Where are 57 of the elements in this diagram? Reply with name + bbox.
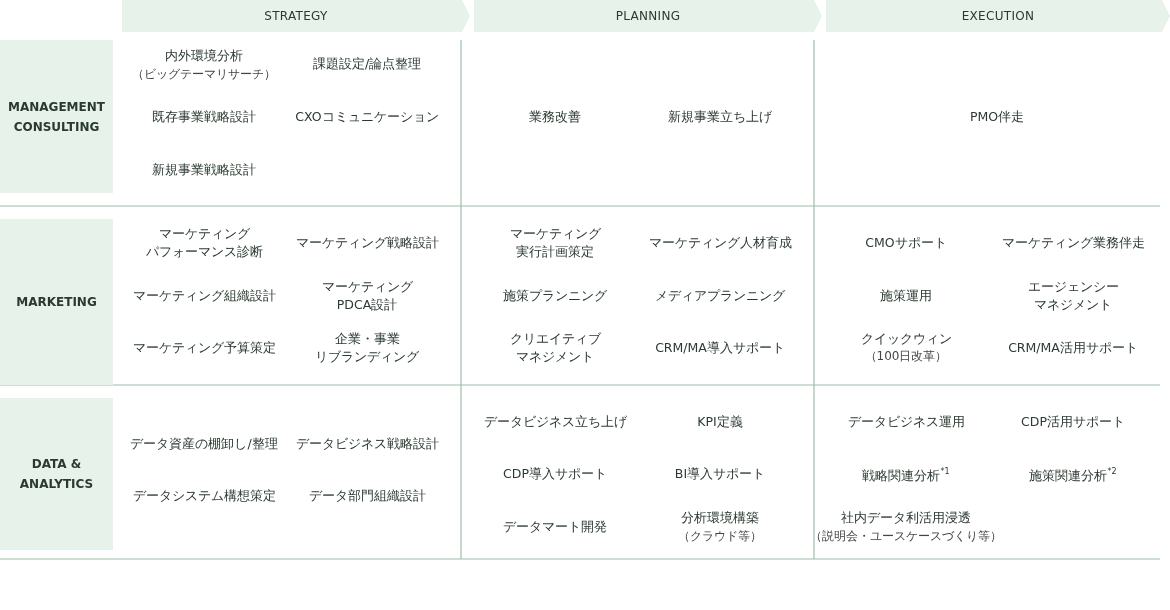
row-heading: MANAGEMENT CONSULTING [7, 98, 106, 136]
service-item: クリエイティブマネジメント [509, 330, 601, 366]
service-item: CXOコミュニケーション [295, 108, 439, 126]
service-item: CMOサポート [865, 234, 947, 252]
stage-label: PLANNING [614, 8, 682, 25]
service-item: データ部門組織設計 [308, 487, 426, 505]
row-header-box [0, 40, 113, 193]
stage-label: STRATEGY [263, 8, 329, 25]
service-item: 施策プランニング [503, 287, 607, 305]
row-heading: DATA & ANALYTICS [18, 456, 95, 493]
service-item: データビジネス戦略設計 [295, 435, 439, 453]
stage-band [474, 0, 822, 32]
item-note: （クラウド等） [678, 528, 762, 545]
service-item: 内外環境分析 [165, 47, 243, 65]
item-note: （説明会・ユースケースづくり等） [810, 528, 1002, 545]
service-item: データ資産の棚卸し/整理 [130, 435, 278, 453]
service-item: マーケティング業務伴走 [1001, 234, 1145, 252]
service-item: 施策運用 [880, 287, 932, 305]
service-item: BI導入サポート [674, 465, 766, 483]
service-item: マーケティングPDCA設計 [321, 278, 413, 314]
service-item: 企業・事業リブランディング [315, 330, 419, 366]
service-item: マーケティング戦略設計 [295, 234, 439, 252]
service-item: PMO伴走 [969, 108, 1025, 126]
service-item: データビジネス立ち上げ [483, 413, 627, 431]
service-item: 業務改善 [529, 108, 581, 126]
service-item: クイックウィン [860, 330, 952, 348]
service-item: 既存事業戦略設計 [152, 108, 256, 126]
service-item: KPI定義 [697, 413, 743, 431]
service-item: CRM/MA活用サポート [1008, 339, 1138, 357]
item-note: （100日改革） [864, 348, 948, 365]
service-item: 新規事業戦略設計 [152, 161, 256, 179]
stage-label: EXECUTION [960, 8, 1036, 25]
service-item: 社内データ利活用浸透 [841, 509, 971, 527]
service-item: マーケティング人材育成 [648, 234, 792, 252]
service-item: メディアプランニング [655, 287, 785, 305]
service-item: データシステム構想策定 [132, 487, 276, 505]
stage-band [122, 0, 470, 32]
service-item: データビジネス運用 [847, 413, 965, 431]
service-item: マーケティング予算策定 [132, 339, 276, 357]
service-item: 分析環境構築 [681, 509, 759, 527]
service-item: 施策関連分析$^{*2}$ [1029, 466, 1117, 485]
service-item: データマート開発 [503, 518, 607, 536]
service-item: マーケティングパフォーマンス診断 [145, 225, 263, 261]
service-item: 課題設定/論点整理 [312, 55, 422, 73]
service-item: CRM/MA導入サポート [655, 339, 785, 357]
stage-band [826, 0, 1170, 32]
service-item: CDP活用サポート [1021, 413, 1125, 431]
service-item: マーケティング組織設計 [132, 287, 276, 305]
item-note: （ビッグテーマリサーチ） [132, 66, 276, 83]
service-item: 戦略関連分析$^{*1}$ [862, 466, 950, 485]
service-item: CDP導入サポート [503, 465, 607, 483]
service-item: マーケティング実行計画策定 [509, 225, 601, 261]
row-header-box [0, 219, 113, 385]
service-item: エージェンシーマネジメント [1027, 278, 1119, 314]
row-heading: MARKETING [15, 294, 98, 311]
service-item: 新規事業立ち上げ [668, 108, 772, 126]
row-header-box [0, 398, 113, 550]
